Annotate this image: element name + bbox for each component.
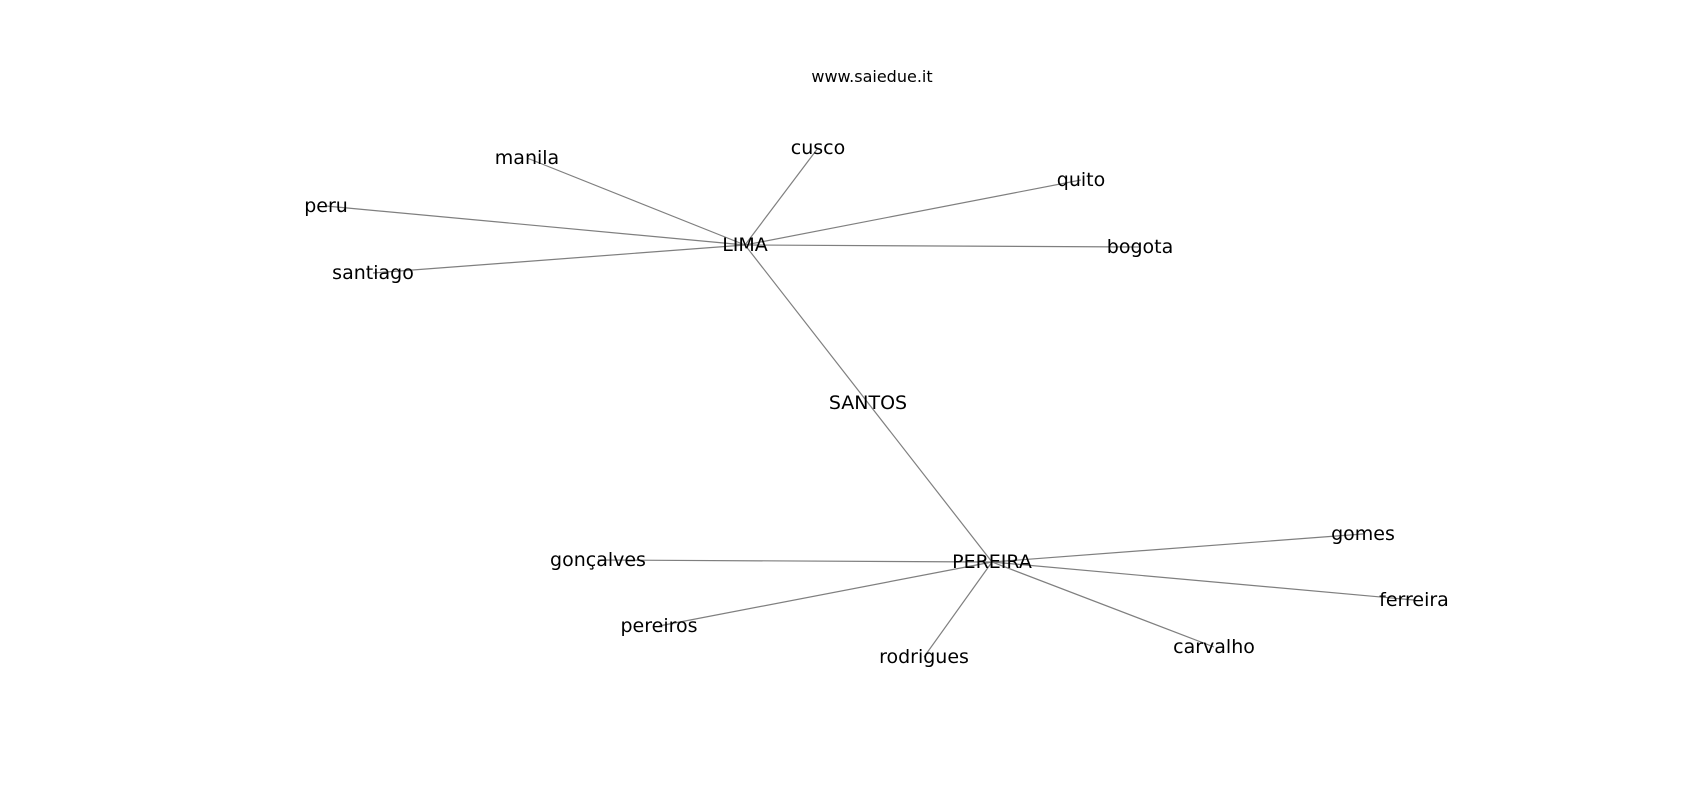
edge-pereira-gomes xyxy=(991,533,1364,563)
edge-lima-cusco xyxy=(744,147,819,246)
node-label-layer: LIMA SANTOS PEREIRA manila cusco quito p… xyxy=(304,137,1449,668)
node-pereiros[interactable]: pereiros xyxy=(620,615,697,637)
edge-pereira-carvalho xyxy=(991,561,1215,648)
edge-lima-quito xyxy=(744,179,1082,246)
edge-lima-santiago xyxy=(372,244,746,274)
node-cusco[interactable]: cusco xyxy=(791,137,845,159)
edge-pereira-ferreira xyxy=(991,561,1415,601)
edge-lima-pereira xyxy=(744,244,993,563)
node-goncalves[interactable]: gonçalves xyxy=(550,549,646,571)
node-rodrigues[interactable]: rodrigues xyxy=(879,646,969,668)
node-carvalho[interactable]: carvalho xyxy=(1173,636,1255,658)
edge-pereira-rodrigues xyxy=(923,561,993,658)
edge-layer xyxy=(325,147,1415,658)
node-santos[interactable]: SANTOS xyxy=(829,392,907,414)
edge-lima-bogota xyxy=(744,244,1141,248)
watermark-text: www.saiedue.it xyxy=(811,67,932,86)
node-quito[interactable]: quito xyxy=(1057,169,1105,191)
node-peru[interactable]: peru xyxy=(304,195,348,217)
node-bogota[interactable]: bogota xyxy=(1107,236,1173,258)
edge-lima-peru xyxy=(325,205,746,246)
node-pereira[interactable]: PEREIRA xyxy=(952,551,1032,573)
node-ferreira[interactable]: ferreira xyxy=(1379,589,1449,611)
edge-pereira-pereiros xyxy=(658,561,993,627)
edge-lima-manila xyxy=(526,157,746,246)
node-lima[interactable]: LIMA xyxy=(722,234,768,256)
node-santiago[interactable]: santiago xyxy=(332,262,414,284)
node-gomes[interactable]: gomes xyxy=(1331,523,1395,545)
edge-pereira-goncalves xyxy=(597,559,993,563)
node-manila[interactable]: manila xyxy=(495,147,559,169)
